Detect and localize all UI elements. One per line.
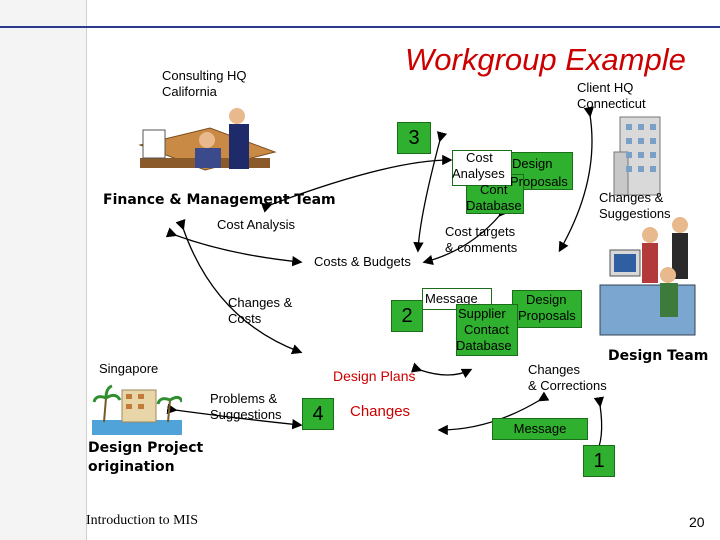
arrow-finance-costs [165, 227, 303, 267]
client-hq-line2: Connecticut [577, 96, 646, 111]
arrow-consulting-singapore [175, 218, 303, 355]
cost-targets-label: Cost targets & comments [445, 224, 517, 256]
problems-suggestions-line1: Problems & [210, 391, 278, 406]
mid-proposals-label: Proposals [518, 308, 576, 323]
changes-corrections-line2: & Corrections [528, 378, 607, 393]
office-meeting-illustration [138, 108, 277, 171]
mid-message-label: Message [425, 291, 478, 306]
arrow-singapore-supplier [166, 403, 303, 430]
top-cost-analyses-box [452, 150, 512, 186]
changes-suggestions-line1: Changes & [599, 190, 664, 205]
step-2-badge: 2 [391, 300, 423, 332]
arrow-top-left [413, 131, 448, 253]
step-1-badge: 1 [583, 445, 615, 477]
cost-targets-line2: & comments [445, 240, 518, 255]
cost-targets-line1: Cost targets [445, 224, 516, 239]
design-team-label: Design Team [608, 348, 709, 364]
top-cost-label: Cost [466, 150, 493, 165]
singapore-resort-illustration [92, 384, 182, 435]
top-design-label: Design [512, 156, 553, 171]
slide-sidebar [0, 0, 87, 540]
step-4-badge: 4 [302, 398, 334, 430]
arrow-client-team [558, 106, 594, 253]
problems-suggestions-label: Problems & Suggestions [210, 391, 282, 423]
consulting-hq-line1: Consulting HQ [162, 68, 247, 83]
mid-contact-label: Contact [464, 322, 509, 337]
message-box-bottom: Message [492, 418, 588, 440]
mid-design-label: Design [526, 292, 567, 307]
office-building-icon [613, 116, 661, 196]
finance-team-label: Finance & Management Team [103, 192, 336, 208]
changes-label: Changes [350, 403, 411, 420]
costs-budgets-label: Costs & Budgets [314, 254, 411, 269]
changes-corrections-label: Changes & Corrections [528, 362, 607, 394]
slide-title: Workgroup Example [405, 42, 686, 77]
top-cont-label: Cont [480, 182, 508, 197]
mid-supplier-box [456, 304, 518, 356]
arrow-designplans-supplier [410, 362, 473, 379]
client-hq-label: Client HQ Connecticut [577, 80, 646, 112]
mid-design-proposals-box [512, 290, 582, 328]
design-project-line1: Design Project [88, 440, 204, 456]
problems-suggestions-line2: Suggestions [210, 407, 282, 422]
changes-corrections-line1: Changes [528, 362, 581, 377]
changes-suggestions-top: Changes & Suggestions [599, 190, 671, 222]
changes-costs-line1: Changes & [228, 295, 293, 310]
top-database-label: Database [466, 198, 522, 213]
mid-supplier-label: Supplier [458, 306, 506, 321]
middle-document-cluster: Message Design Proposals Supplier Contac… [422, 288, 582, 356]
arrow-team-bottom [437, 391, 550, 436]
singapore-label: Singapore [99, 361, 159, 376]
step-3-badge: 3 [397, 122, 431, 154]
changes-suggestions-line2: Suggestions [599, 206, 671, 221]
cost-analysis-label: Cost Analysis [217, 217, 296, 232]
design-project-label: Design Project origination [88, 439, 203, 477]
top-analyses-label: Analyses [452, 166, 505, 181]
slide-footer: Introduction to MIS [86, 513, 198, 528]
arrow-db-costs [422, 205, 510, 266]
mid-database-label: Database [456, 338, 512, 353]
consulting-hq-label: Consulting HQ California [162, 68, 247, 100]
top-proposals-label: Proposals [510, 174, 568, 189]
design-plans-label: Design Plans [333, 368, 416, 384]
page-number: 20 [689, 514, 705, 530]
consulting-hq-line2: California [162, 84, 217, 99]
changes-costs-line2: Costs [228, 311, 262, 326]
client-hq-line1: Client HQ [577, 80, 634, 95]
design-team-illustration [599, 217, 696, 336]
design-project-line2: origination [88, 459, 175, 475]
top-rule [0, 26, 720, 28]
changes-costs-label: Changes & Costs [228, 295, 292, 327]
top-document-cluster: Cost Analyses Design Proposals Cont Data… [452, 150, 573, 218]
